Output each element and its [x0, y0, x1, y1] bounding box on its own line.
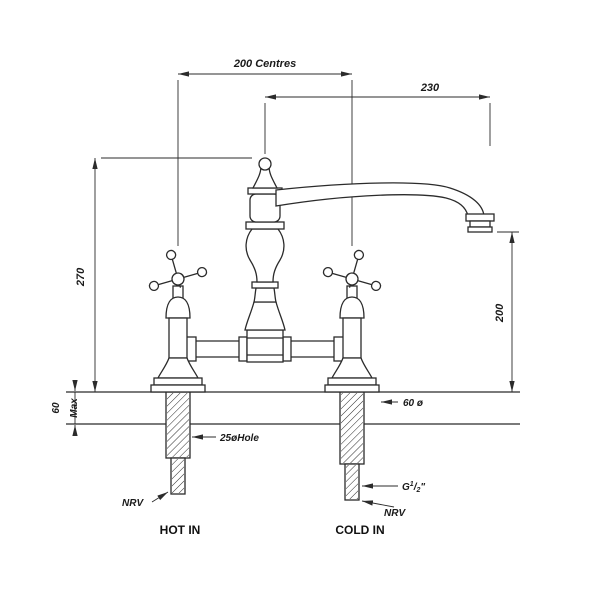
annotation-hole: 25øHole — [219, 433, 259, 444]
centre-hub — [246, 329, 284, 363]
left-shank — [165, 391, 191, 495]
left-tail-threads — [172, 459, 184, 493]
right-handle-ball-right — [370, 280, 382, 292]
column-ring-lower — [251, 281, 279, 289]
dimension-extension-lines — [101, 80, 519, 246]
annotations: 200 Centres 230 270 200 60 Max 25øHole 6… — [51, 58, 506, 537]
finial-ball — [258, 157, 272, 171]
left-handle — [148, 249, 208, 292]
left-valve-bonnet — [165, 296, 191, 319]
right-valve — [324, 285, 380, 393]
right-handle-ball-top — [353, 249, 365, 261]
annotation-nrv-right: NRV — [384, 508, 406, 519]
center-column — [244, 157, 286, 331]
thread-prefix: G — [402, 482, 410, 493]
dim-text-spout-height: 200 — [494, 303, 506, 323]
spout-tube — [275, 182, 485, 217]
annotation-thread-size: G1/2" — [402, 481, 425, 494]
annotation-nrv-left: NRV — [122, 498, 144, 509]
right-tail-threads — [346, 465, 358, 499]
right-valve-bonnet — [339, 296, 365, 319]
column-lower-flare — [244, 301, 286, 331]
left-valve-body — [168, 317, 188, 359]
left-handle-ball-right — [196, 266, 208, 278]
thread-unit: " — [420, 482, 425, 493]
dim-text-reach: 230 — [420, 82, 440, 94]
dim-text-deck-max: Max — [69, 398, 80, 418]
column-bulge — [245, 228, 285, 283]
right-handle-ball-left — [322, 266, 334, 278]
right-valve-body — [342, 317, 362, 359]
left-base-flange — [150, 384, 206, 393]
left-shank-threads — [167, 393, 189, 457]
spout — [275, 182, 495, 233]
annotation-base-diameter: 60 ø — [403, 398, 423, 409]
left-base-bead — [153, 377, 203, 386]
left-handle-ball-left — [148, 280, 160, 292]
finial-vase — [251, 165, 279, 189]
label-cold-in: COLD IN — [335, 523, 384, 537]
right-hub-union — [282, 336, 292, 362]
thread-sup: 1 — [410, 481, 414, 488]
spout-collar — [465, 213, 495, 222]
right-shank-threads — [341, 393, 363, 463]
right-handle — [322, 249, 382, 292]
leader-nrv-right — [361, 500, 395, 508]
right-base-bead — [327, 377, 377, 386]
spout-outlet — [469, 220, 491, 228]
leader-nrv-left — [151, 491, 169, 503]
right-handle-hub — [345, 272, 359, 286]
left-handle-ball-top — [165, 249, 177, 261]
column-neck — [253, 287, 277, 303]
bridge — [185, 329, 345, 363]
dim-text-deck-thickness: 60 — [51, 402, 62, 414]
left-valve — [150, 285, 206, 393]
left-hub-union — [238, 336, 248, 362]
spout-end-bead — [467, 226, 493, 233]
right-shank — [339, 391, 365, 501]
mounting-deck — [66, 391, 520, 425]
thread-sub: 2 — [415, 487, 420, 494]
thread-slash: / — [413, 482, 418, 493]
left-handle-hub — [171, 272, 185, 286]
label-hot-in: HOT IN — [160, 523, 201, 537]
dim-text-overall-height: 270 — [75, 267, 87, 287]
right-base-flange — [324, 384, 380, 393]
dim-text-centres: 200 Centres — [233, 58, 296, 70]
column-bead — [245, 221, 285, 230]
dimension-lines — [72, 71, 515, 508]
